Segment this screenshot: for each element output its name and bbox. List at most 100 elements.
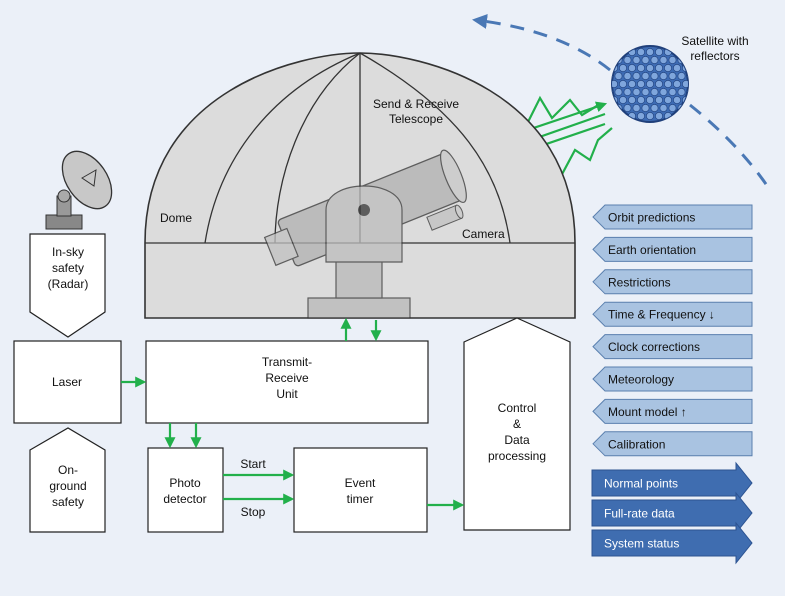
radar-dish-icon — [45, 150, 113, 230]
reflector-cell — [682, 112, 688, 120]
reflector-cell — [637, 64, 645, 72]
reflector-cell — [691, 80, 698, 87]
reflector-cell — [686, 72, 688, 80]
reflector-cell — [650, 104, 659, 112]
reflector-cell — [614, 72, 623, 80]
reflector-cell — [659, 88, 668, 96]
camera-label: Camera — [462, 227, 505, 241]
reflector-cell — [637, 48, 645, 56]
reflector-cell — [612, 48, 618, 56]
reflector-cell — [623, 88, 632, 96]
reflector-cell — [646, 112, 654, 120]
output-label: Full-rate data — [604, 507, 675, 521]
input-label: Meteorology — [608, 373, 674, 387]
reflector-cell — [673, 80, 681, 88]
reflector-cell — [673, 64, 681, 72]
reflector-cell — [612, 72, 614, 80]
reflector-cell — [696, 72, 703, 79]
input-label: Earth orientation — [608, 243, 696, 257]
reflector-cell — [668, 56, 677, 64]
reflector-cell — [619, 64, 627, 72]
reflector-cell — [655, 64, 663, 72]
laser-box — [13, 340, 122, 424]
reflector-cell — [628, 80, 636, 88]
output-arrow-0 — [591, 461, 753, 505]
reflector-cell — [601, 80, 608, 87]
reflector-cell — [619, 96, 627, 104]
output-arrow-2 — [591, 521, 753, 565]
reflector-cell — [641, 72, 650, 80]
input-label: Mount model ↑ — [608, 405, 687, 419]
orbit-path-tail — [689, 103, 772, 191]
reflector-cell — [641, 104, 650, 112]
reflector-cell — [601, 48, 608, 55]
reflector-cell — [673, 96, 681, 104]
reflector-cell — [632, 104, 641, 112]
input-arrow-2 — [592, 269, 753, 295]
reflector-cell — [646, 96, 654, 104]
reflector-cell — [691, 96, 698, 103]
reflector-cell — [641, 56, 650, 64]
start-label: Start — [240, 457, 266, 471]
reflector-cell — [601, 96, 608, 103]
input-label: Clock corrections — [608, 340, 700, 354]
reflector-cell — [623, 56, 632, 64]
reflector-cell — [677, 88, 686, 96]
input-label: Calibration — [608, 437, 665, 451]
control-processing-box — [463, 317, 571, 531]
reflector-cell — [614, 88, 623, 96]
reflector-cell — [655, 48, 663, 56]
reflector-cell — [632, 88, 641, 96]
reflector-cell — [682, 80, 688, 88]
reflector-cell — [696, 88, 703, 95]
dome-label: Dome — [160, 211, 192, 225]
reflector-cell — [659, 56, 668, 64]
reflector-cell — [668, 72, 677, 80]
reflector-cell — [612, 112, 618, 120]
reflector-cell — [623, 72, 632, 80]
input-arrow-5 — [592, 366, 753, 392]
reflector-cell — [655, 112, 663, 120]
reflector-cell — [668, 88, 677, 96]
reflector-cell — [686, 88, 688, 96]
output-label: System status — [604, 537, 679, 551]
reflector-cell — [655, 80, 663, 88]
telescope — [263, 149, 467, 319]
input-label: Time & Frequency ↓ — [608, 308, 715, 322]
reflector-cell — [664, 96, 672, 104]
reflector-cell — [612, 104, 614, 112]
reflector-cell — [691, 64, 698, 71]
reflector-cell — [632, 56, 641, 64]
reflector-cell — [659, 72, 668, 80]
input-arrow-4 — [592, 334, 753, 360]
reflector-cell — [691, 112, 698, 119]
input-arrow-3 — [592, 301, 753, 327]
reflector-cell — [659, 104, 668, 112]
input-arrow-6 — [592, 398, 753, 424]
reflector-cell — [650, 88, 659, 96]
stop-label: Stop — [241, 505, 266, 519]
reflector-cell — [628, 96, 636, 104]
reflector-cell — [637, 80, 645, 88]
reflector-cell — [612, 88, 614, 96]
reflector-cell — [632, 72, 641, 80]
dome — [144, 52, 576, 319]
input-label: Orbit predictions — [608, 211, 695, 225]
reflector-cell — [612, 80, 618, 88]
input-arrow-7 — [592, 431, 753, 457]
reflector-cell — [668, 104, 677, 112]
reflector-cell — [623, 104, 632, 112]
reflector-cell — [664, 64, 672, 72]
input-label: Restrictions — [608, 275, 671, 289]
reflector-cell — [637, 96, 645, 104]
